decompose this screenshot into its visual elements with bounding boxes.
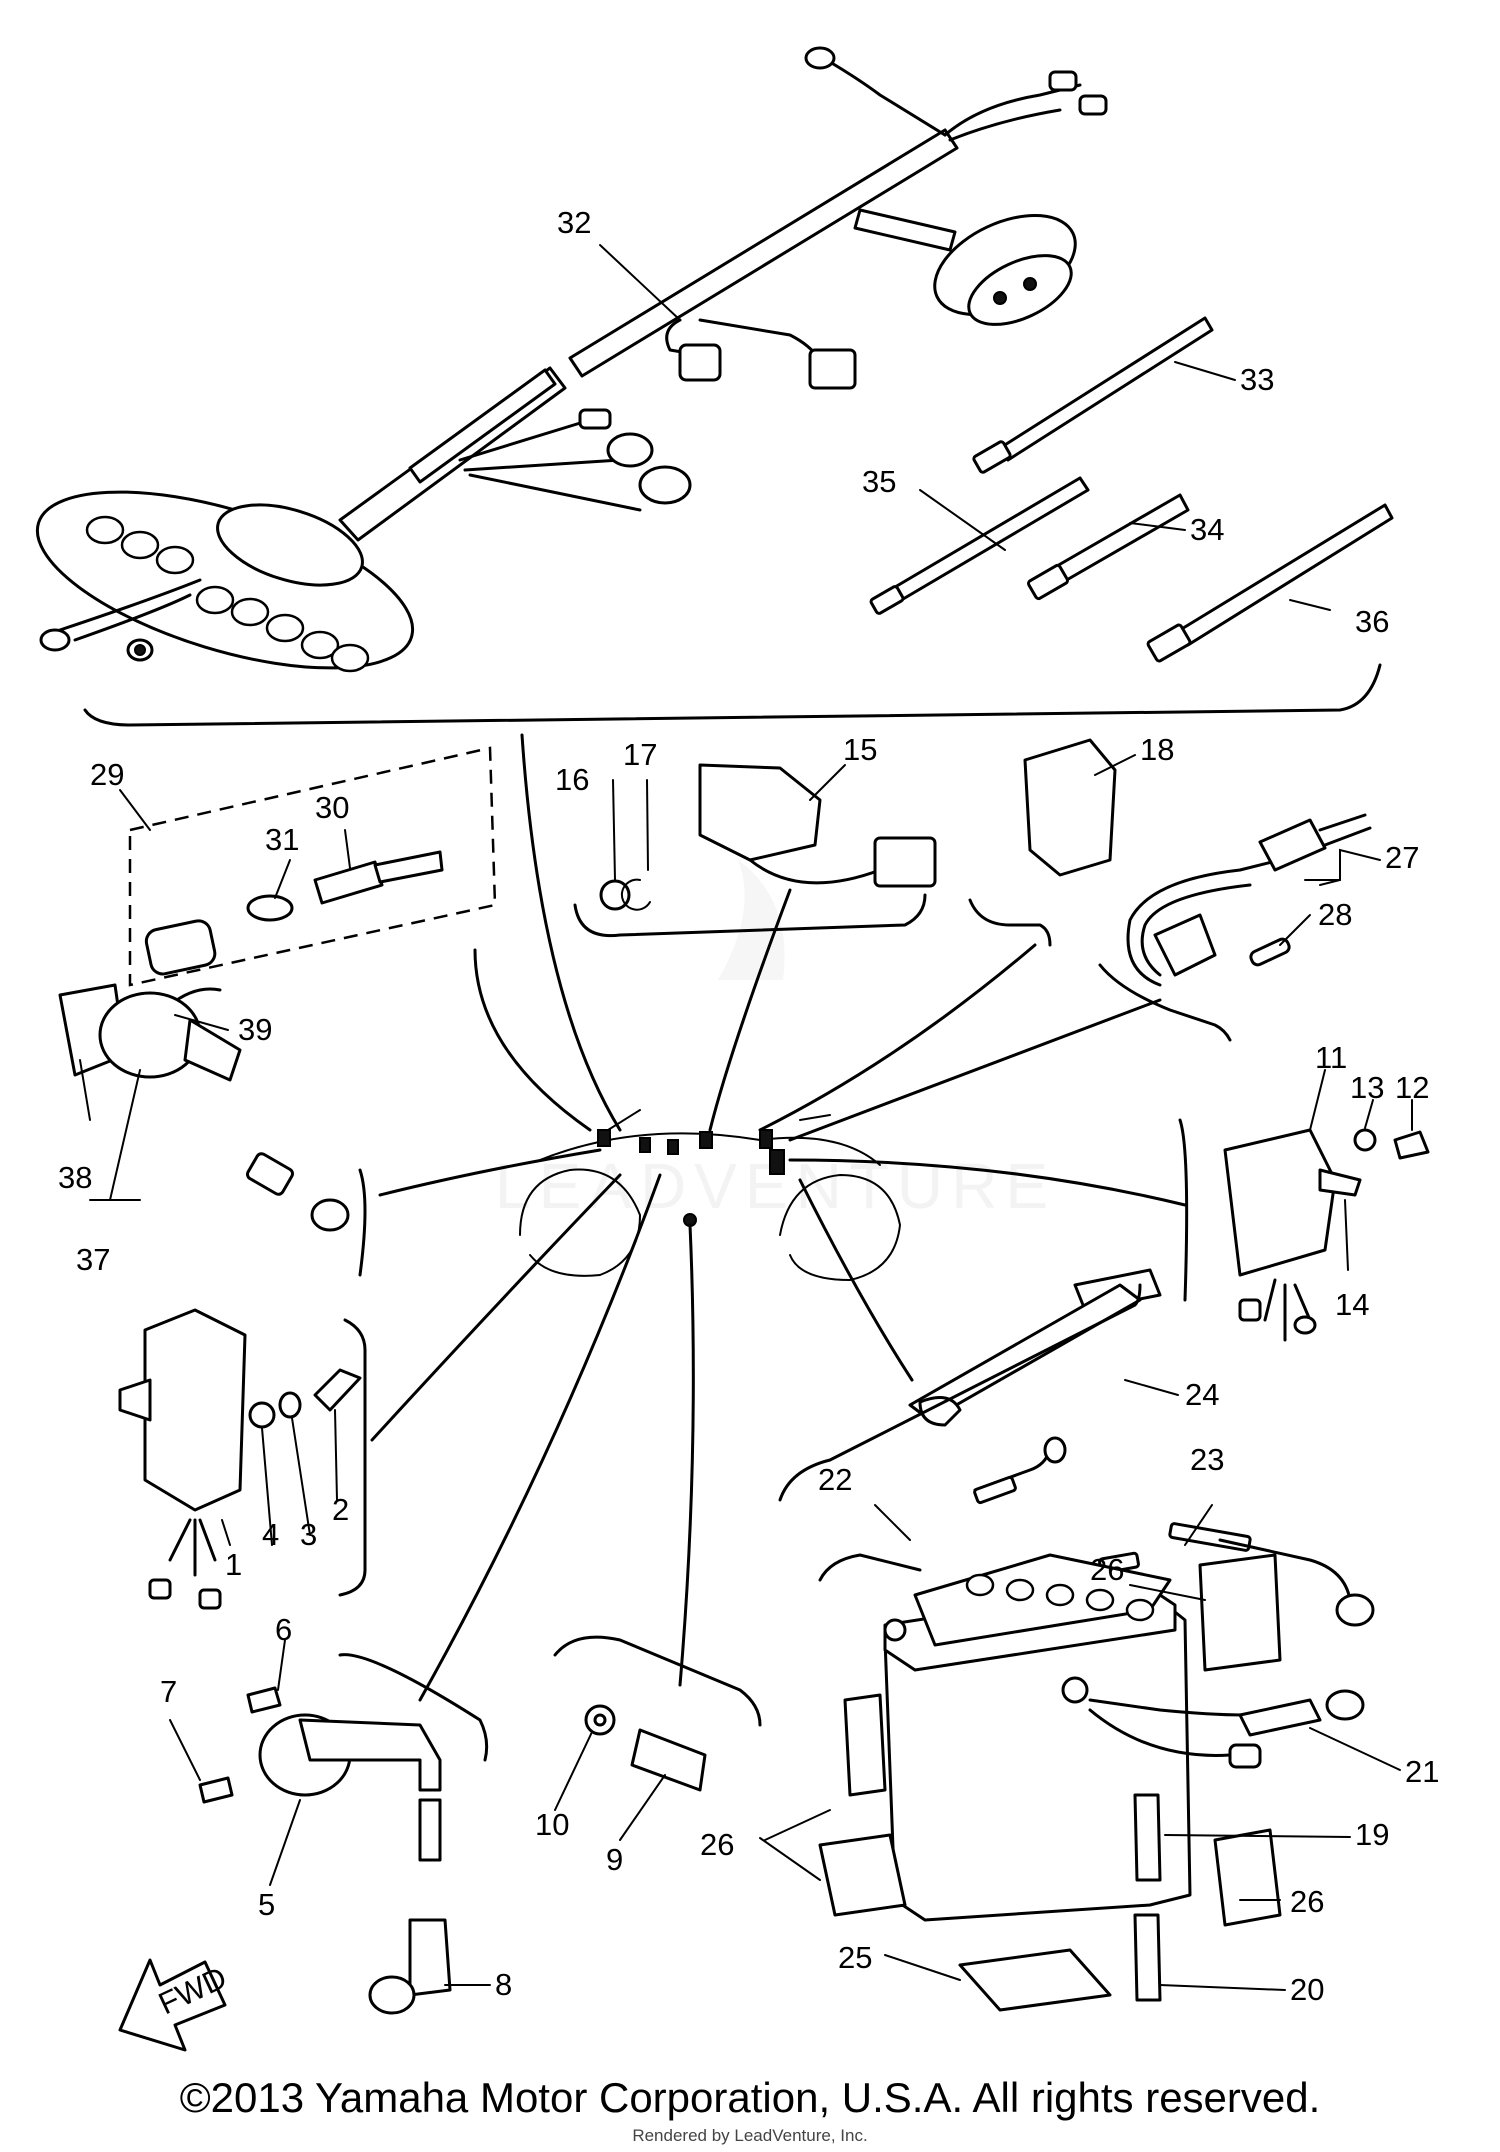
part-18-cover bbox=[968, 738, 1117, 947]
label-16: 16 bbox=[555, 762, 589, 797]
label-6: 6 bbox=[275, 1612, 292, 1647]
label-26-top: 26 bbox=[1090, 1552, 1124, 1587]
label-36: 36 bbox=[1355, 604, 1389, 639]
label-24: 24 bbox=[1185, 1377, 1219, 1412]
ignition-coil-group bbox=[198, 1653, 489, 2015]
label-2: 2 bbox=[332, 1492, 349, 1527]
label-33: 33 bbox=[1240, 362, 1274, 397]
label-9: 9 bbox=[606, 1842, 623, 1877]
label-5: 5 bbox=[258, 1887, 275, 1922]
wire-harness-assembly bbox=[35, 46, 1108, 673]
forward-arrow: FWD bbox=[118, 1958, 232, 2052]
switch-assembly bbox=[1098, 813, 1372, 1042]
label-13: 13 bbox=[1350, 1070, 1384, 1105]
vehicle-outline bbox=[519, 1109, 902, 1282]
leader-lines bbox=[79, 244, 1413, 1991]
label-26-right: 26 bbox=[1290, 1884, 1324, 1919]
starter-relay-group bbox=[573, 763, 937, 938]
label-30: 30 bbox=[315, 790, 349, 825]
label-17: 17 bbox=[623, 737, 657, 772]
label-32: 32 bbox=[557, 205, 591, 240]
label-8: 8 bbox=[495, 1967, 512, 2002]
label-22: 22 bbox=[818, 1462, 852, 1497]
label-15: 15 bbox=[843, 732, 877, 767]
label-34: 34 bbox=[1190, 512, 1224, 547]
label-37: 37 bbox=[76, 1242, 110, 1277]
label-1: 1 bbox=[225, 1547, 242, 1582]
label-39: 39 bbox=[238, 1012, 272, 1047]
cable-ties bbox=[869, 316, 1394, 663]
rectifier-unit bbox=[1178, 1118, 1430, 1342]
label-3: 3 bbox=[300, 1517, 317, 1552]
label-12: 12 bbox=[1395, 1070, 1429, 1105]
indicator-lamp-group bbox=[128, 746, 497, 987]
label-25: 25 bbox=[838, 1940, 872, 1975]
ignition-switch-group bbox=[58, 983, 367, 1277]
label-10: 10 bbox=[535, 1807, 569, 1842]
label-20: 20 bbox=[1290, 1972, 1324, 2007]
label-19: 19 bbox=[1355, 1817, 1389, 1852]
label-31: 31 bbox=[265, 822, 299, 857]
label-21: 21 bbox=[1405, 1754, 1439, 1789]
label-14: 14 bbox=[1335, 1287, 1369, 1322]
label-27: 27 bbox=[1385, 840, 1419, 875]
part-number-labels: 1 2 3 4 5 6 7 8 9 10 11 12 13 14 15 16 1… bbox=[58, 205, 1439, 2007]
cdi-unit-group bbox=[118, 1308, 367, 1610]
label-4: 4 bbox=[262, 1517, 279, 1552]
render-credit: Rendered by LeadVenture, Inc. bbox=[632, 2126, 868, 2145]
label-38: 38 bbox=[58, 1160, 92, 1195]
copyright-notice: ©2013 Yamaha Motor Corporation, U.S.A. A… bbox=[179, 2074, 1321, 2121]
label-7: 7 bbox=[160, 1674, 177, 1709]
label-26-left: 26 bbox=[700, 1827, 734, 1862]
callout-wires bbox=[370, 733, 1187, 1702]
battery-assembly bbox=[778, 1268, 1375, 2012]
label-18: 18 bbox=[1140, 732, 1174, 767]
label-23: 23 bbox=[1190, 1442, 1224, 1477]
label-28: 28 bbox=[1318, 897, 1352, 932]
label-29: 29 bbox=[90, 757, 124, 792]
label-35: 35 bbox=[862, 464, 896, 499]
label-11: 11 bbox=[1315, 1040, 1347, 1075]
neutral-switch-group bbox=[553, 1635, 762, 1792]
